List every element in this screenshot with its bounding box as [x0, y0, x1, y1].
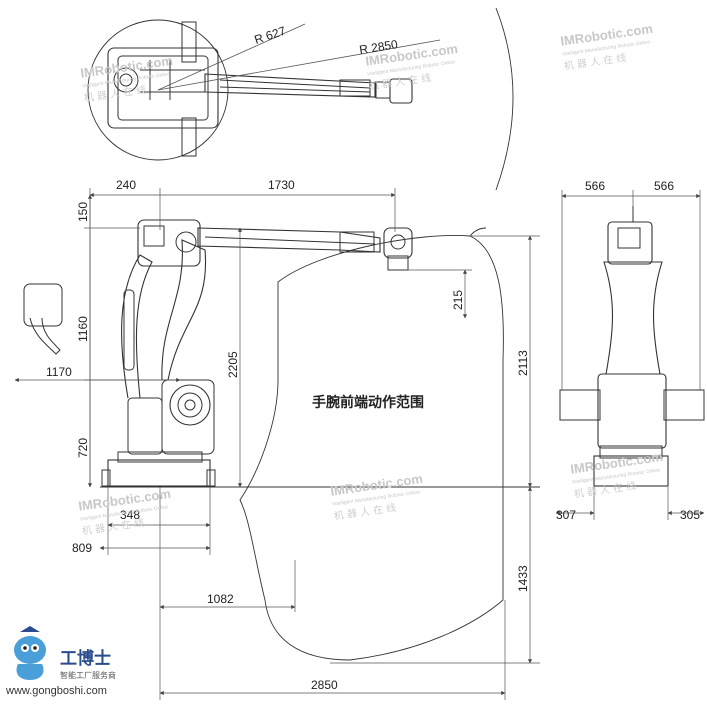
dim-1730: 1730 — [268, 178, 295, 192]
side-view-shoulder — [137, 219, 201, 267]
brand-subtitle: 智能工厂服务商 — [60, 670, 116, 680]
brand-name: 工博士 — [60, 648, 111, 669]
dim-2850: 2850 — [311, 678, 338, 692]
dim-150: 150 — [76, 202, 90, 222]
dim-2113: 2113 — [516, 350, 530, 376]
brand-url: www.gongboshi.com — [5, 685, 107, 697]
watermark-4: IMRobotic.com Intelligent Manufacturing … — [569, 449, 663, 501]
dim-215: 215 — [451, 290, 465, 310]
top-view-arm — [204, 73, 376, 98]
dim-566-left: 566 — [585, 179, 605, 193]
dim-348: 348 — [120, 508, 140, 522]
dim-1160: 1160 — [76, 316, 90, 342]
side-view-balancer — [121, 254, 153, 399]
dimension-lines — [14, 188, 705, 700]
radius-2850-arc — [495, 7, 514, 191]
brand-logo: 工博士 智能工厂服务商 www.gongboshi.com — [5, 626, 116, 697]
side-view — [23, 219, 540, 661]
front-view-arm — [603, 261, 663, 375]
dim-566-right: 566 — [654, 179, 674, 193]
top-view — [87, 7, 514, 191]
mascot-icon — [14, 626, 46, 680]
front-view-head — [607, 221, 653, 265]
j2-motor-circle — [169, 384, 211, 426]
front-view — [559, 206, 705, 487]
radius-2850-label: R 2850 — [358, 37, 399, 57]
wrist-work-envelope — [239, 235, 504, 661]
dim-1170: 1170 — [46, 365, 72, 379]
retracted-wrist — [23, 283, 63, 327]
side-view-base — [107, 459, 211, 487]
dim-1433: 1433 — [516, 565, 530, 592]
dim-2205: 2205 — [226, 351, 240, 378]
radius-627-circle — [87, 19, 229, 161]
front-view-base — [593, 455, 669, 487]
dim-809: 809 — [72, 541, 92, 555]
work-area-label: 手腕前端动作范围 — [312, 394, 424, 411]
dim-307: 307 — [556, 508, 576, 522]
watermark-5: IMRobotic.com Intelligent Manufacturing … — [77, 486, 171, 538]
dim-305: 305 — [680, 508, 700, 522]
dim-720: 720 — [76, 438, 90, 458]
watermark-3: IMRobotic.com Intelligent Manufacturing … — [329, 471, 423, 523]
front-view-body — [597, 373, 667, 449]
top-view-base — [107, 47, 219, 129]
side-view-wrist — [383, 227, 413, 259]
watermark-1: IMRobotic.com Intelligent Manufacturing … — [559, 21, 653, 73]
side-view-lower-arm — [161, 239, 207, 381]
dim-240: 240 — [116, 178, 136, 192]
dim-1082: 1082 — [207, 592, 234, 606]
radius-627-label: R 627 — [253, 24, 288, 47]
